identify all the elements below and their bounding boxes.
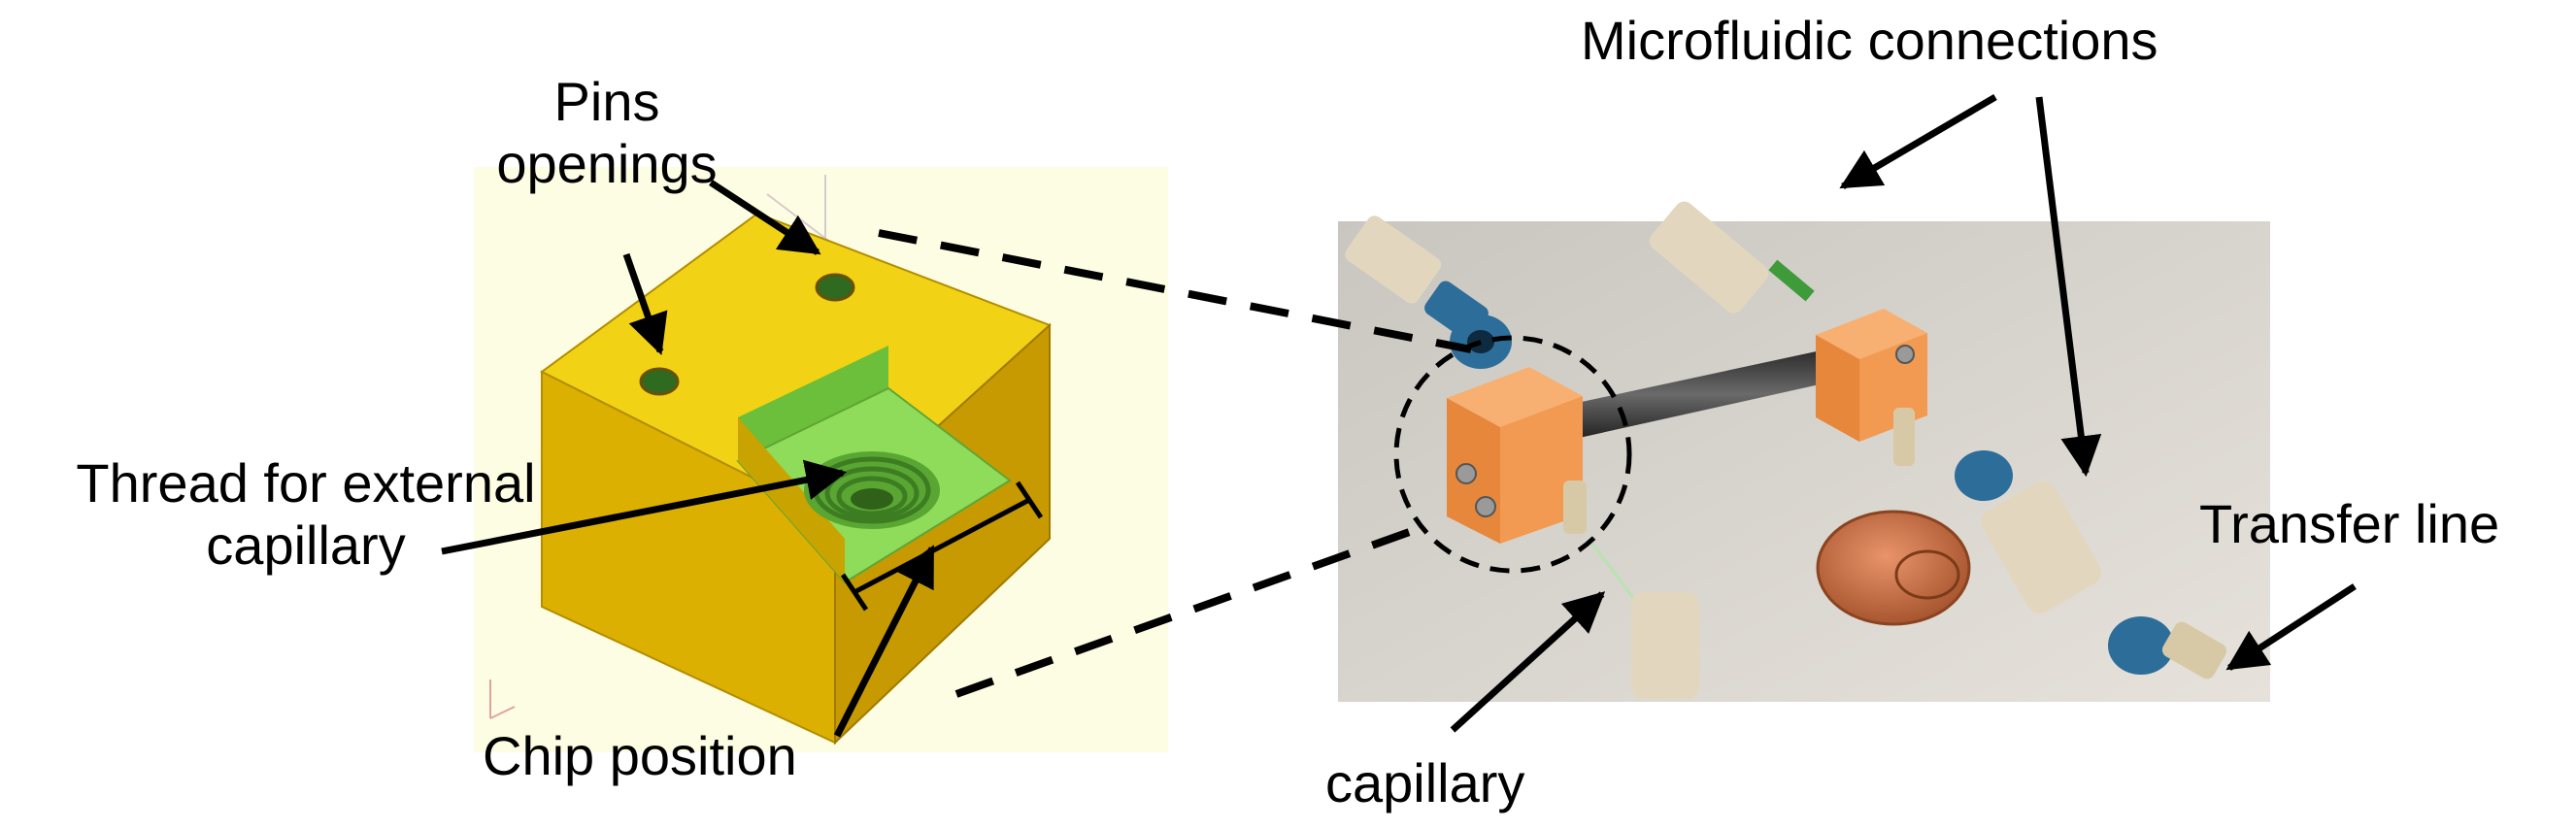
pin-hole-2 xyxy=(815,273,855,302)
label-chip-position: Chip position xyxy=(483,725,797,786)
arrow-thread xyxy=(441,459,848,555)
arrow-capillary xyxy=(1450,591,1606,733)
label-microfluidic: Microfluidic connections xyxy=(1581,10,2158,71)
holder-3d-model xyxy=(474,167,1168,752)
label-thread-line2: capillary xyxy=(206,514,406,576)
connector-right-front xyxy=(1816,335,1859,442)
arrow-transfer xyxy=(2225,583,2357,671)
pin-hole-1 xyxy=(639,367,680,396)
label-pins-line2: openings xyxy=(496,133,718,194)
highlight-circle xyxy=(1393,335,1632,574)
label-capillary: capillary xyxy=(1325,752,1525,813)
dashed-link-top xyxy=(878,229,1472,353)
arrow-micro-1 xyxy=(1839,93,1997,190)
arrows xyxy=(441,93,2357,738)
thread-rings xyxy=(804,451,940,529)
connector-left-side xyxy=(1500,396,1583,544)
connector-left-top xyxy=(1447,367,1583,427)
recess-back-wall xyxy=(738,346,888,461)
coin-icon xyxy=(1816,510,1971,626)
recess-left-wall xyxy=(738,417,845,582)
arrow-chip xyxy=(833,545,936,738)
label-thread-line1: Thread for external xyxy=(76,452,536,514)
chip-position-bracket xyxy=(840,481,1044,612)
arrow-pins-2 xyxy=(709,180,821,255)
dashed-link-bottom xyxy=(954,525,1420,698)
arrow-micro-2 xyxy=(2035,96,2102,478)
photo-setup xyxy=(1338,201,2270,702)
tube xyxy=(1563,349,1837,439)
label-thread: Thread for external capillary xyxy=(10,452,602,577)
connector-right-top xyxy=(1816,309,1927,359)
label-pins-line1: Pins xyxy=(553,71,660,132)
label-pins: Pins openings xyxy=(452,71,762,195)
label-transfer-line: Transfer line xyxy=(2199,493,2500,554)
arrow-pins-1 xyxy=(622,252,668,355)
